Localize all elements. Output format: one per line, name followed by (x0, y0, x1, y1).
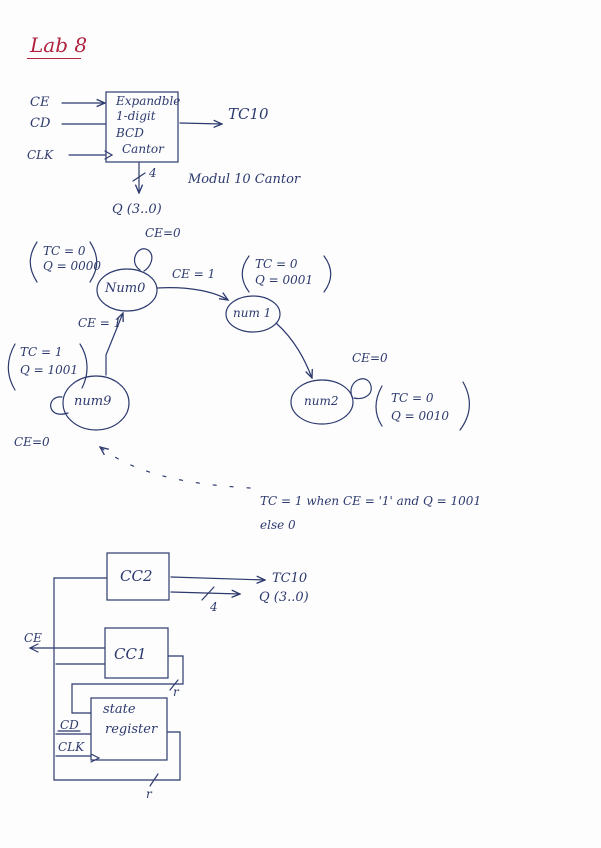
cc1-block (104, 627, 169, 679)
state-num9 (62, 375, 130, 431)
num9-self-loop-label: CE=0 (14, 435, 50, 449)
cc2-label: CC2 (120, 567, 153, 585)
self-loop-num0 (134, 248, 153, 272)
self-loop-num2 (350, 378, 372, 400)
structure-output-q: Q (3..0) (259, 590, 309, 605)
num9-tc-output: TC = 1 (20, 345, 63, 359)
transition-num0-num1-label: CE = 1 (172, 267, 216, 281)
num0-q-output: Q = 0000 (43, 259, 102, 273)
feedback-bus-width-lower: r (146, 787, 152, 801)
num9-state-label: num9 (74, 394, 112, 409)
num2-state-label: num2 (304, 394, 339, 408)
state-num0 (96, 268, 158, 312)
block-label-line-1: Expandble (116, 94, 181, 108)
state-register-label-line-2: register (105, 722, 158, 737)
module-caption: Modul 10 Cantor (188, 172, 301, 187)
num0-state-label: Num0 (105, 281, 146, 296)
cc1-label: CC1 (114, 645, 147, 663)
feedback-bus-width-upper: r (173, 685, 179, 699)
block-label-line-3: BCD (116, 126, 144, 140)
num1-state-label: num 1 (233, 306, 272, 320)
num1-q-output: Q = 0001 (255, 273, 314, 287)
transition-num9-num0-label: CE = 1 (78, 316, 122, 330)
input-cd-label: CD (30, 116, 51, 131)
structure-input-ce: CE (24, 631, 42, 645)
structure-output-tc10: TC10 (272, 571, 308, 586)
state-num1 (225, 295, 281, 333)
num0-self-loop-label: CE=0 (145, 226, 181, 240)
num9-q-output: Q = 1001 (20, 363, 79, 377)
bus-width-label: 4 (149, 166, 157, 180)
block-label-line-4: Cantor (122, 142, 164, 156)
structure-output-bus-width: 4 (210, 600, 218, 614)
tc-condition-note-line2: else 0 (260, 518, 296, 532)
structure-input-cd: CD (60, 718, 79, 732)
num2-tc-output: TC = 0 (391, 391, 434, 405)
self-loop-num9 (50, 396, 69, 415)
structure-input-clk: CLK (58, 740, 85, 754)
input-ce-label: CE (30, 95, 50, 110)
state-register-block (90, 697, 168, 761)
num2-self-loop-label: CE=0 (352, 351, 388, 365)
bcd-counter-block (105, 91, 179, 163)
state-num2 (290, 379, 354, 425)
num0-tc-output: TC = 0 (43, 244, 86, 258)
state-register-label-line-1: state (103, 702, 136, 717)
num2-q-output: Q = 0010 (391, 409, 450, 423)
cc2-block (106, 552, 170, 601)
bus-output-label: Q (3..0) (112, 202, 162, 217)
tc-condition-note-line1: TC = 1 when CE = '1' and Q = 1001 (260, 494, 482, 508)
title-underline (27, 58, 81, 59)
output-tc10-label: TC10 (228, 105, 269, 123)
page-title: Lab 8 (30, 33, 88, 57)
num1-tc-output: TC = 0 (255, 257, 298, 271)
input-clk-label: CLK (27, 148, 54, 162)
block-label-line-2: 1-digit (116, 109, 156, 123)
